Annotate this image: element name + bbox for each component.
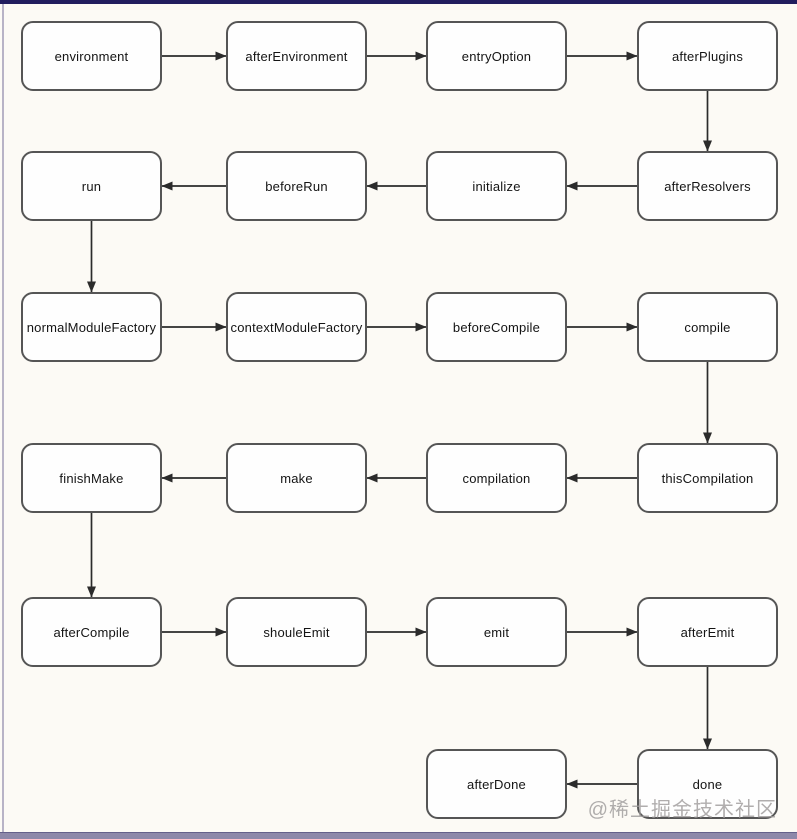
- flow-node-label: run: [81, 178, 102, 194]
- flow-node-label: contextModuleFactory: [230, 319, 363, 335]
- flow-node-afterEnvironment: afterEnvironment: [226, 21, 367, 91]
- flow-node-label: afterResolvers: [664, 178, 751, 194]
- flow-node-thisCompilation: thisCompilation: [637, 443, 778, 513]
- flow-node-label: finishMake: [59, 470, 124, 486]
- flow-node-label: compilation: [462, 470, 531, 486]
- flow-node-compile: compile: [637, 292, 778, 362]
- flow-node-entryOption: entryOption: [426, 21, 567, 91]
- flow-node-normalModuleFactory: normalModuleFactory: [21, 292, 162, 362]
- flow-node-label: normalModuleFactory: [26, 319, 157, 335]
- flow-node-done: done: [637, 749, 778, 819]
- flow-node-afterDone: afterDone: [426, 749, 567, 819]
- flow-node-contextModuleFactory: contextModuleFactory: [226, 292, 367, 362]
- flow-node-label: done: [692, 776, 723, 792]
- flow-node-label: environment: [54, 48, 129, 64]
- flow-node-initialize: initialize: [426, 151, 567, 221]
- flow-node-afterResolvers: afterResolvers: [637, 151, 778, 221]
- left-edge-line: [2, 4, 4, 833]
- flow-node-label: compile: [684, 319, 731, 335]
- watermark: @稀土掘金技术社区: [587, 799, 777, 821]
- flow-node-label: afterDone: [467, 776, 526, 792]
- top-bar: [0, 0, 797, 4]
- flow-node-afterPlugins: afterPlugins: [637, 21, 778, 91]
- flow-node-emit: emit: [426, 597, 567, 667]
- flow-node-environment: environment: [21, 21, 162, 91]
- flow-node-afterCompile: afterCompile: [21, 597, 162, 667]
- flow-node-shouleEmit: shouleEmit: [226, 597, 367, 667]
- flow-node-label: initialize: [472, 178, 521, 194]
- flow-node-label: thisCompilation: [661, 470, 754, 486]
- flow-node-label: shouleEmit: [263, 624, 330, 640]
- flow-node-label: afterEnvironment: [245, 48, 348, 64]
- flow-node-run: run: [21, 151, 162, 221]
- flow-node-label: entryOption: [461, 48, 532, 64]
- flow-node-label: emit: [483, 624, 510, 640]
- flow-node-beforeCompile: beforeCompile: [426, 292, 567, 362]
- bottom-bar: [0, 832, 797, 839]
- flow-node-label: beforeCompile: [452, 319, 541, 335]
- flow-node-beforeRun: beforeRun: [226, 151, 367, 221]
- flow-node-afterEmit: afterEmit: [637, 597, 778, 667]
- flow-node-make: make: [226, 443, 367, 513]
- flow-node-label: afterPlugins: [671, 48, 744, 64]
- flow-node-label: make: [280, 470, 313, 486]
- flow-node-label: afterCompile: [53, 624, 130, 640]
- flow-node-compilation: compilation: [426, 443, 567, 513]
- flow-node-label: beforeRun: [265, 178, 328, 194]
- flow-node-label: afterEmit: [680, 624, 735, 640]
- flow-node-finishMake: finishMake: [21, 443, 162, 513]
